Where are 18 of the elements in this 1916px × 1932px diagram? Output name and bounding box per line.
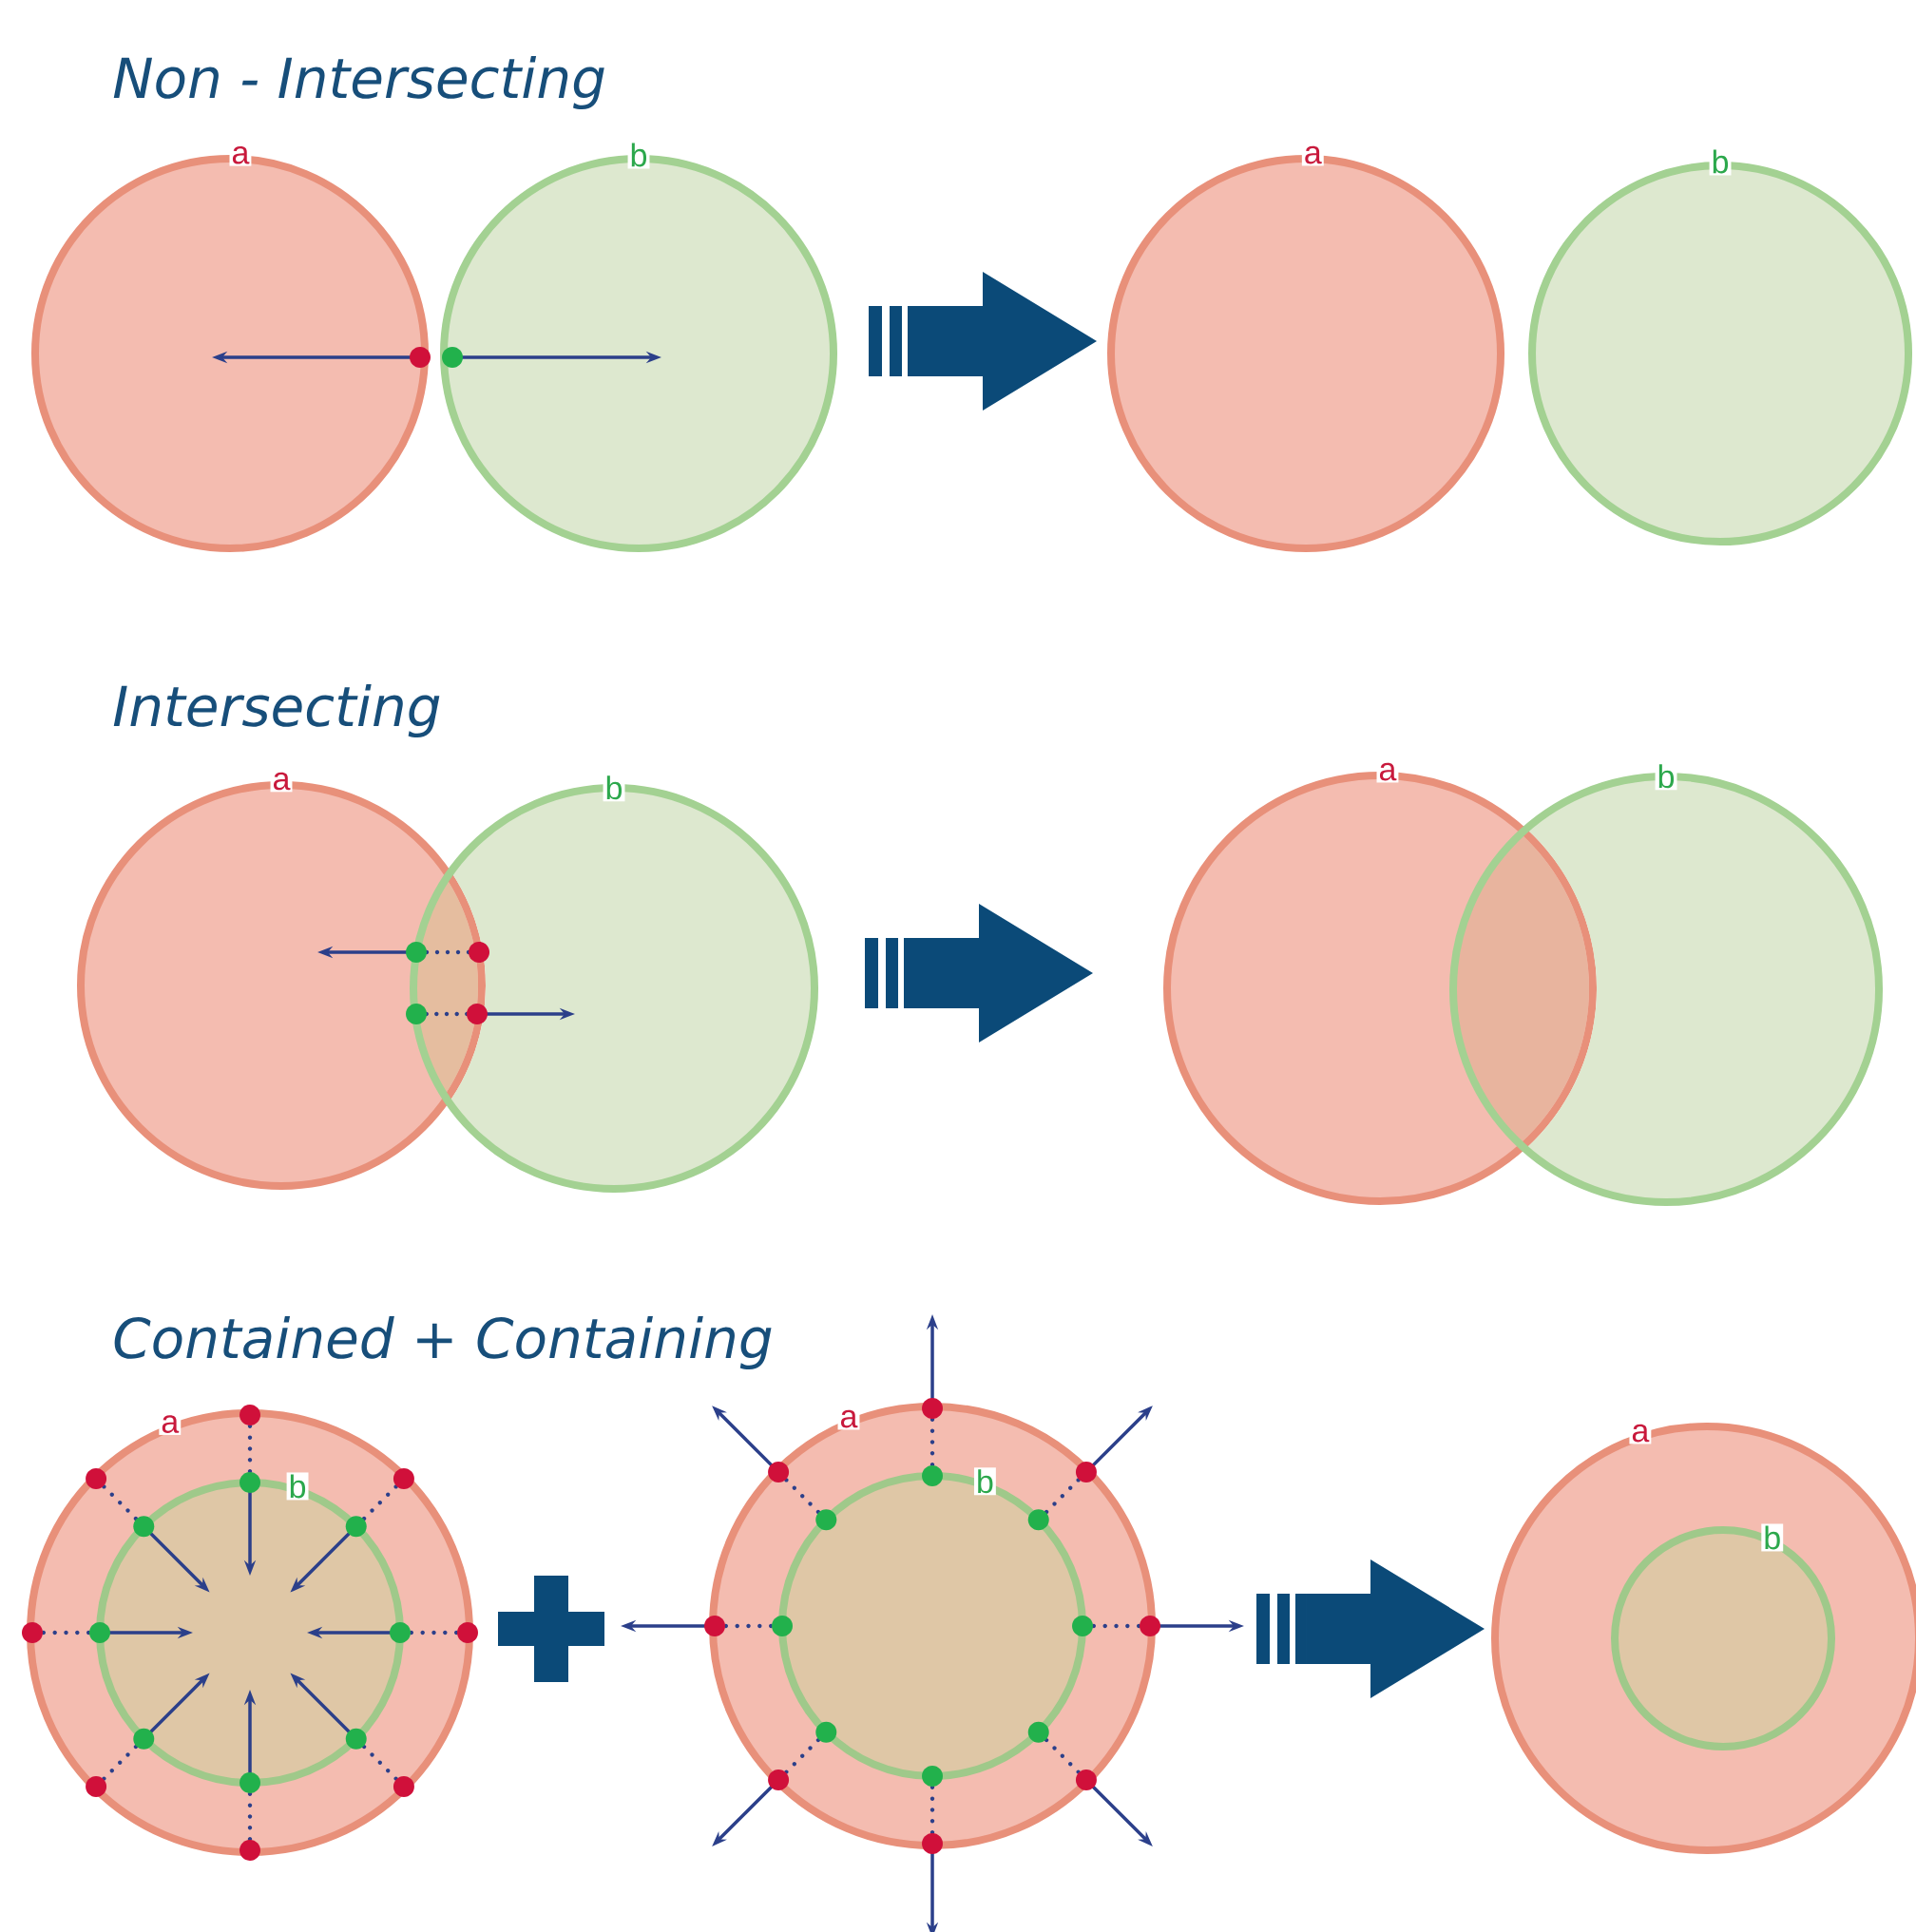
circle-label: a	[1629, 1422, 1652, 1444]
circle-label: b	[1761, 1523, 1784, 1552]
circle	[1611, 1526, 1835, 1750]
circle-label: a	[837, 1407, 860, 1430]
section-heading: Intersecting	[113, 683, 440, 738]
section-heading: Contained + Containing	[114, 1315, 772, 1370]
circle-label: a	[270, 770, 293, 793]
circle-label: b	[973, 1467, 996, 1496]
circle-label: b	[603, 774, 625, 802]
circle-label: a	[159, 1413, 182, 1435]
circle-label: b	[1655, 762, 1677, 791]
circle-label: b	[627, 141, 650, 169]
circle-label: a	[1301, 143, 1324, 166]
circle-label: a	[229, 144, 252, 166]
circle-label: b	[1709, 147, 1732, 176]
section-heading: Non - Intersecting	[113, 55, 604, 110]
circle-label: b	[286, 1472, 309, 1501]
circle-label: a	[1376, 760, 1399, 783]
